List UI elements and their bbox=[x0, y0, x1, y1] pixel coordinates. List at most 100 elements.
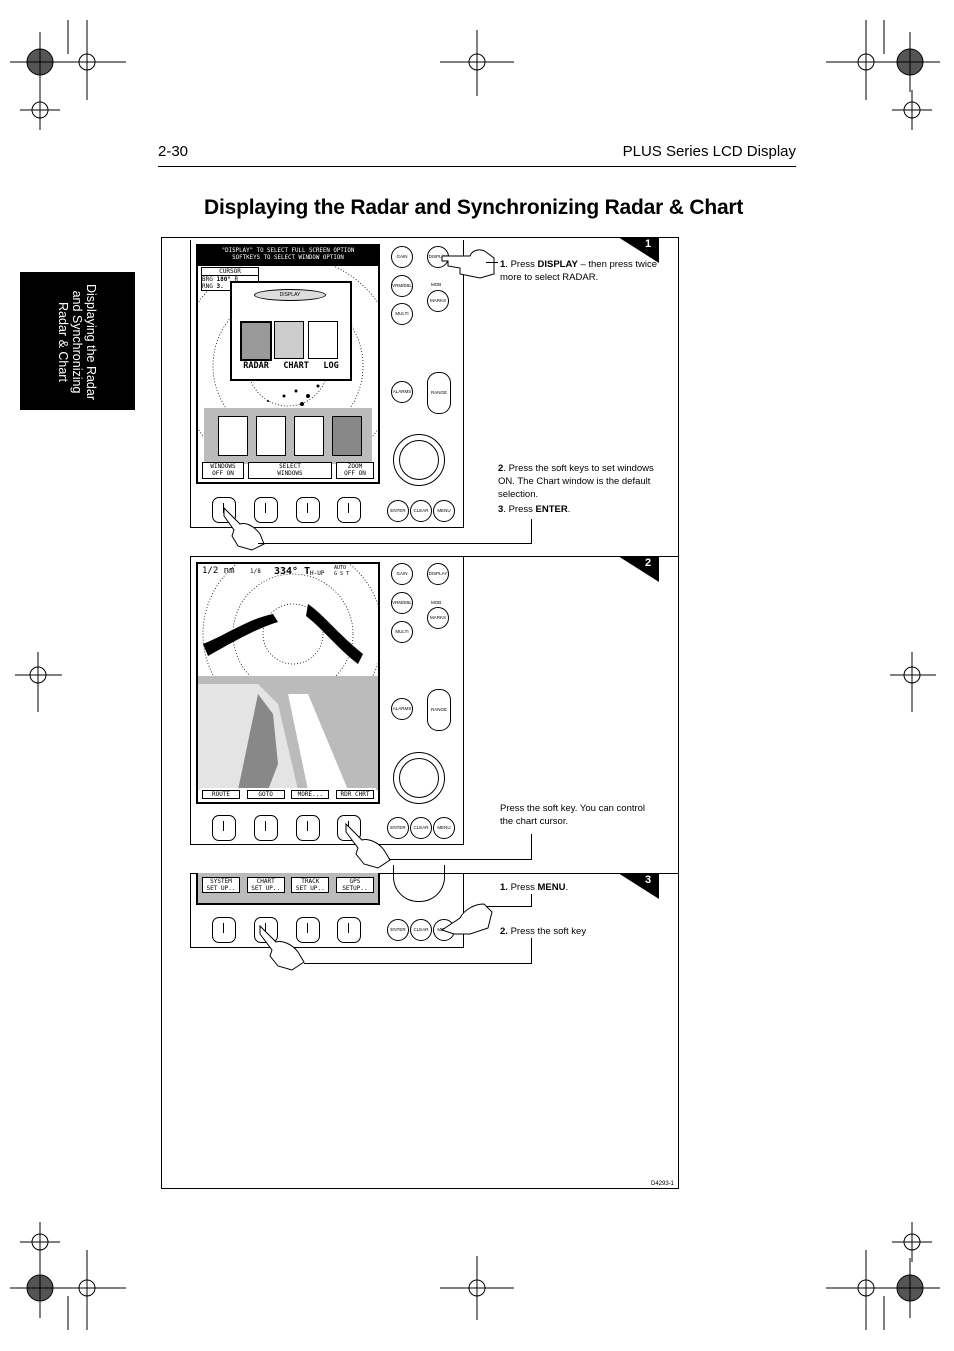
chart-setup-line-1: CHART bbox=[256, 878, 275, 885]
gain-button[interactable]: GAIN bbox=[391, 246, 413, 268]
note-3b-num: 2. bbox=[500, 926, 508, 937]
window-option-2[interactable] bbox=[256, 416, 286, 456]
enter-button[interactable]: ENTER bbox=[387, 817, 409, 839]
brg-row: BRG 180° R bbox=[202, 276, 258, 283]
note-1a-pre: . Press bbox=[505, 259, 538, 270]
radar-range: 1/2 nm bbox=[202, 566, 235, 576]
range-rocker[interactable]: RANGE bbox=[427, 372, 451, 414]
softkey-2[interactable] bbox=[254, 497, 278, 523]
enter-button[interactable]: ENTER bbox=[387, 919, 409, 941]
window-option-3[interactable] bbox=[294, 416, 324, 456]
side-tab-line-2: and Synchronizing bbox=[70, 290, 84, 394]
side-tab-text: Displaying the Radar and Synchronizing R… bbox=[56, 273, 98, 411]
lcd-screen-1: "DISPLAY" TO SELECT FULL SCREEN OPTION S… bbox=[196, 244, 380, 484]
page-title: Displaying the Radar and Synchronizing R… bbox=[204, 196, 744, 219]
mode-label-radar: RADAR bbox=[243, 361, 269, 371]
note-3a-key: MENU bbox=[537, 882, 566, 893]
window-option-1[interactable] bbox=[218, 416, 248, 456]
step-1-note-b: 2. Press the soft keys to set windows ON… bbox=[498, 462, 658, 501]
step-3-note-b: 2. Press the soft key bbox=[500, 925, 660, 938]
clear-button[interactable]: CLEAR bbox=[410, 817, 432, 839]
note-1b-num: 2 bbox=[498, 463, 504, 474]
figure-code: D4293-1 bbox=[651, 1181, 675, 1187]
radar-option-icon[interactable] bbox=[240, 321, 272, 361]
marks-button[interactable]: MARKS bbox=[427, 290, 449, 312]
note-1c-num: 3 bbox=[498, 504, 504, 515]
log-option-icon[interactable] bbox=[308, 321, 338, 359]
softkey-label-rdr-chrt: RDR CHRT bbox=[335, 790, 374, 799]
display-popup-button[interactable]: DISPLAY bbox=[254, 289, 326, 301]
note-1a-post: – then press twice more to select RADAR. bbox=[500, 259, 658, 283]
leader-line bbox=[531, 894, 532, 907]
softkey-label-goto: GOTO bbox=[246, 790, 285, 799]
trackpad[interactable] bbox=[393, 752, 445, 804]
softkey-select-line-2: WINDOWS bbox=[277, 470, 303, 477]
clear-button[interactable]: CLEAR bbox=[410, 500, 432, 522]
menu-button[interactable]: MENU bbox=[433, 817, 455, 839]
alarms-button[interactable]: ALARMS bbox=[391, 698, 413, 720]
trackpad[interactable] bbox=[393, 434, 445, 486]
auto-label: AUTO bbox=[334, 565, 347, 571]
range-rocker[interactable]: RANGE bbox=[427, 689, 451, 731]
leader-line bbox=[304, 963, 532, 964]
brg-value: 180° bbox=[216, 276, 231, 283]
softkey-label-gps-setup: GPS SETUP.. bbox=[335, 877, 374, 893]
vrm-ebl-button[interactable]: VRM/EBL bbox=[391, 275, 413, 297]
softkey-2[interactable] bbox=[254, 815, 278, 841]
clear-button[interactable]: CLEAR bbox=[410, 919, 432, 941]
leader-line bbox=[258, 543, 532, 544]
softkey-1[interactable] bbox=[212, 815, 236, 841]
gps-setup-line-2: SETUP.. bbox=[342, 885, 368, 892]
softkey-3[interactable] bbox=[296, 497, 320, 523]
hand-pointer-icon bbox=[441, 249, 495, 279]
lcd-screen-2: 1/2 nm 1/8 334° T H-UP AUTO G S T ROUTE … bbox=[196, 562, 380, 804]
radar-chart-split-view bbox=[198, 564, 378, 802]
marks-button[interactable]: MARKS bbox=[427, 607, 449, 629]
system-setup-line-2: SET UP.. bbox=[206, 885, 236, 892]
vrm-ebl-button[interactable]: VRM/EBL bbox=[391, 592, 413, 614]
softkey-4[interactable] bbox=[337, 497, 361, 523]
leader-line bbox=[389, 859, 532, 860]
mob-label: MOB bbox=[431, 282, 442, 287]
note-1c-key: ENTER bbox=[535, 504, 568, 515]
step-2-tag bbox=[618, 556, 659, 582]
step-1-note-c: 3. Press ENTER. bbox=[498, 503, 658, 516]
softkey-label-windows: WINDOWS OFF ON bbox=[202, 462, 244, 479]
softkey-windows-line-2: OFF ON bbox=[212, 470, 234, 477]
step-3-note-a: 1. Press MENU. bbox=[500, 881, 660, 894]
softkey-select-line-1: SELECT bbox=[279, 463, 301, 470]
brg-label: BRG bbox=[202, 276, 213, 283]
softkey-3[interactable] bbox=[296, 917, 320, 943]
chart-option-icon[interactable] bbox=[274, 321, 304, 359]
rng-value: 3. bbox=[216, 283, 224, 290]
leader-line bbox=[531, 938, 532, 964]
alarms-button[interactable]: ALARMS bbox=[391, 381, 413, 403]
softkey-1[interactable] bbox=[212, 917, 236, 943]
leader-line bbox=[486, 906, 532, 907]
step-2-divider bbox=[389, 556, 679, 557]
note-1a-num: 1 bbox=[500, 259, 506, 270]
hand-pointer-icon bbox=[223, 506, 265, 551]
page-number: 2-30 bbox=[158, 143, 189, 160]
mob-label: MOB bbox=[431, 600, 442, 605]
step-2-note: Press the soft key. You can control the … bbox=[500, 803, 646, 827]
range-rings: 1/8 bbox=[250, 568, 261, 575]
softkey-zoom-line-2: OFF ON bbox=[344, 470, 366, 477]
leader-line bbox=[531, 834, 532, 860]
side-tab-line-3: Radar & Chart bbox=[56, 302, 70, 382]
softkey-4[interactable] bbox=[337, 917, 361, 943]
softkey-label-chart-setup: CHART SET UP.. bbox=[246, 877, 285, 893]
hand-pointer-icon bbox=[345, 822, 391, 869]
screen-1-banner-line-1: "DISPLAY" TO SELECT FULL SCREEN OPTION bbox=[221, 248, 355, 254]
cursor-label: CURSOR bbox=[202, 268, 258, 276]
softkey-label-route: ROUTE bbox=[202, 790, 240, 799]
display-button[interactable]: DISPLAY bbox=[427, 563, 449, 585]
enter-button[interactable]: ENTER bbox=[387, 500, 409, 522]
menu-button[interactable]: MENU bbox=[433, 500, 455, 522]
multi-button[interactable]: MULTI bbox=[391, 621, 413, 643]
gain-button[interactable]: GAIN bbox=[391, 563, 413, 585]
multi-button[interactable]: MULTI bbox=[391, 303, 413, 325]
window-option-4[interactable] bbox=[332, 416, 362, 456]
softkey-3[interactable] bbox=[296, 815, 320, 841]
figure-frame bbox=[161, 237, 679, 1189]
